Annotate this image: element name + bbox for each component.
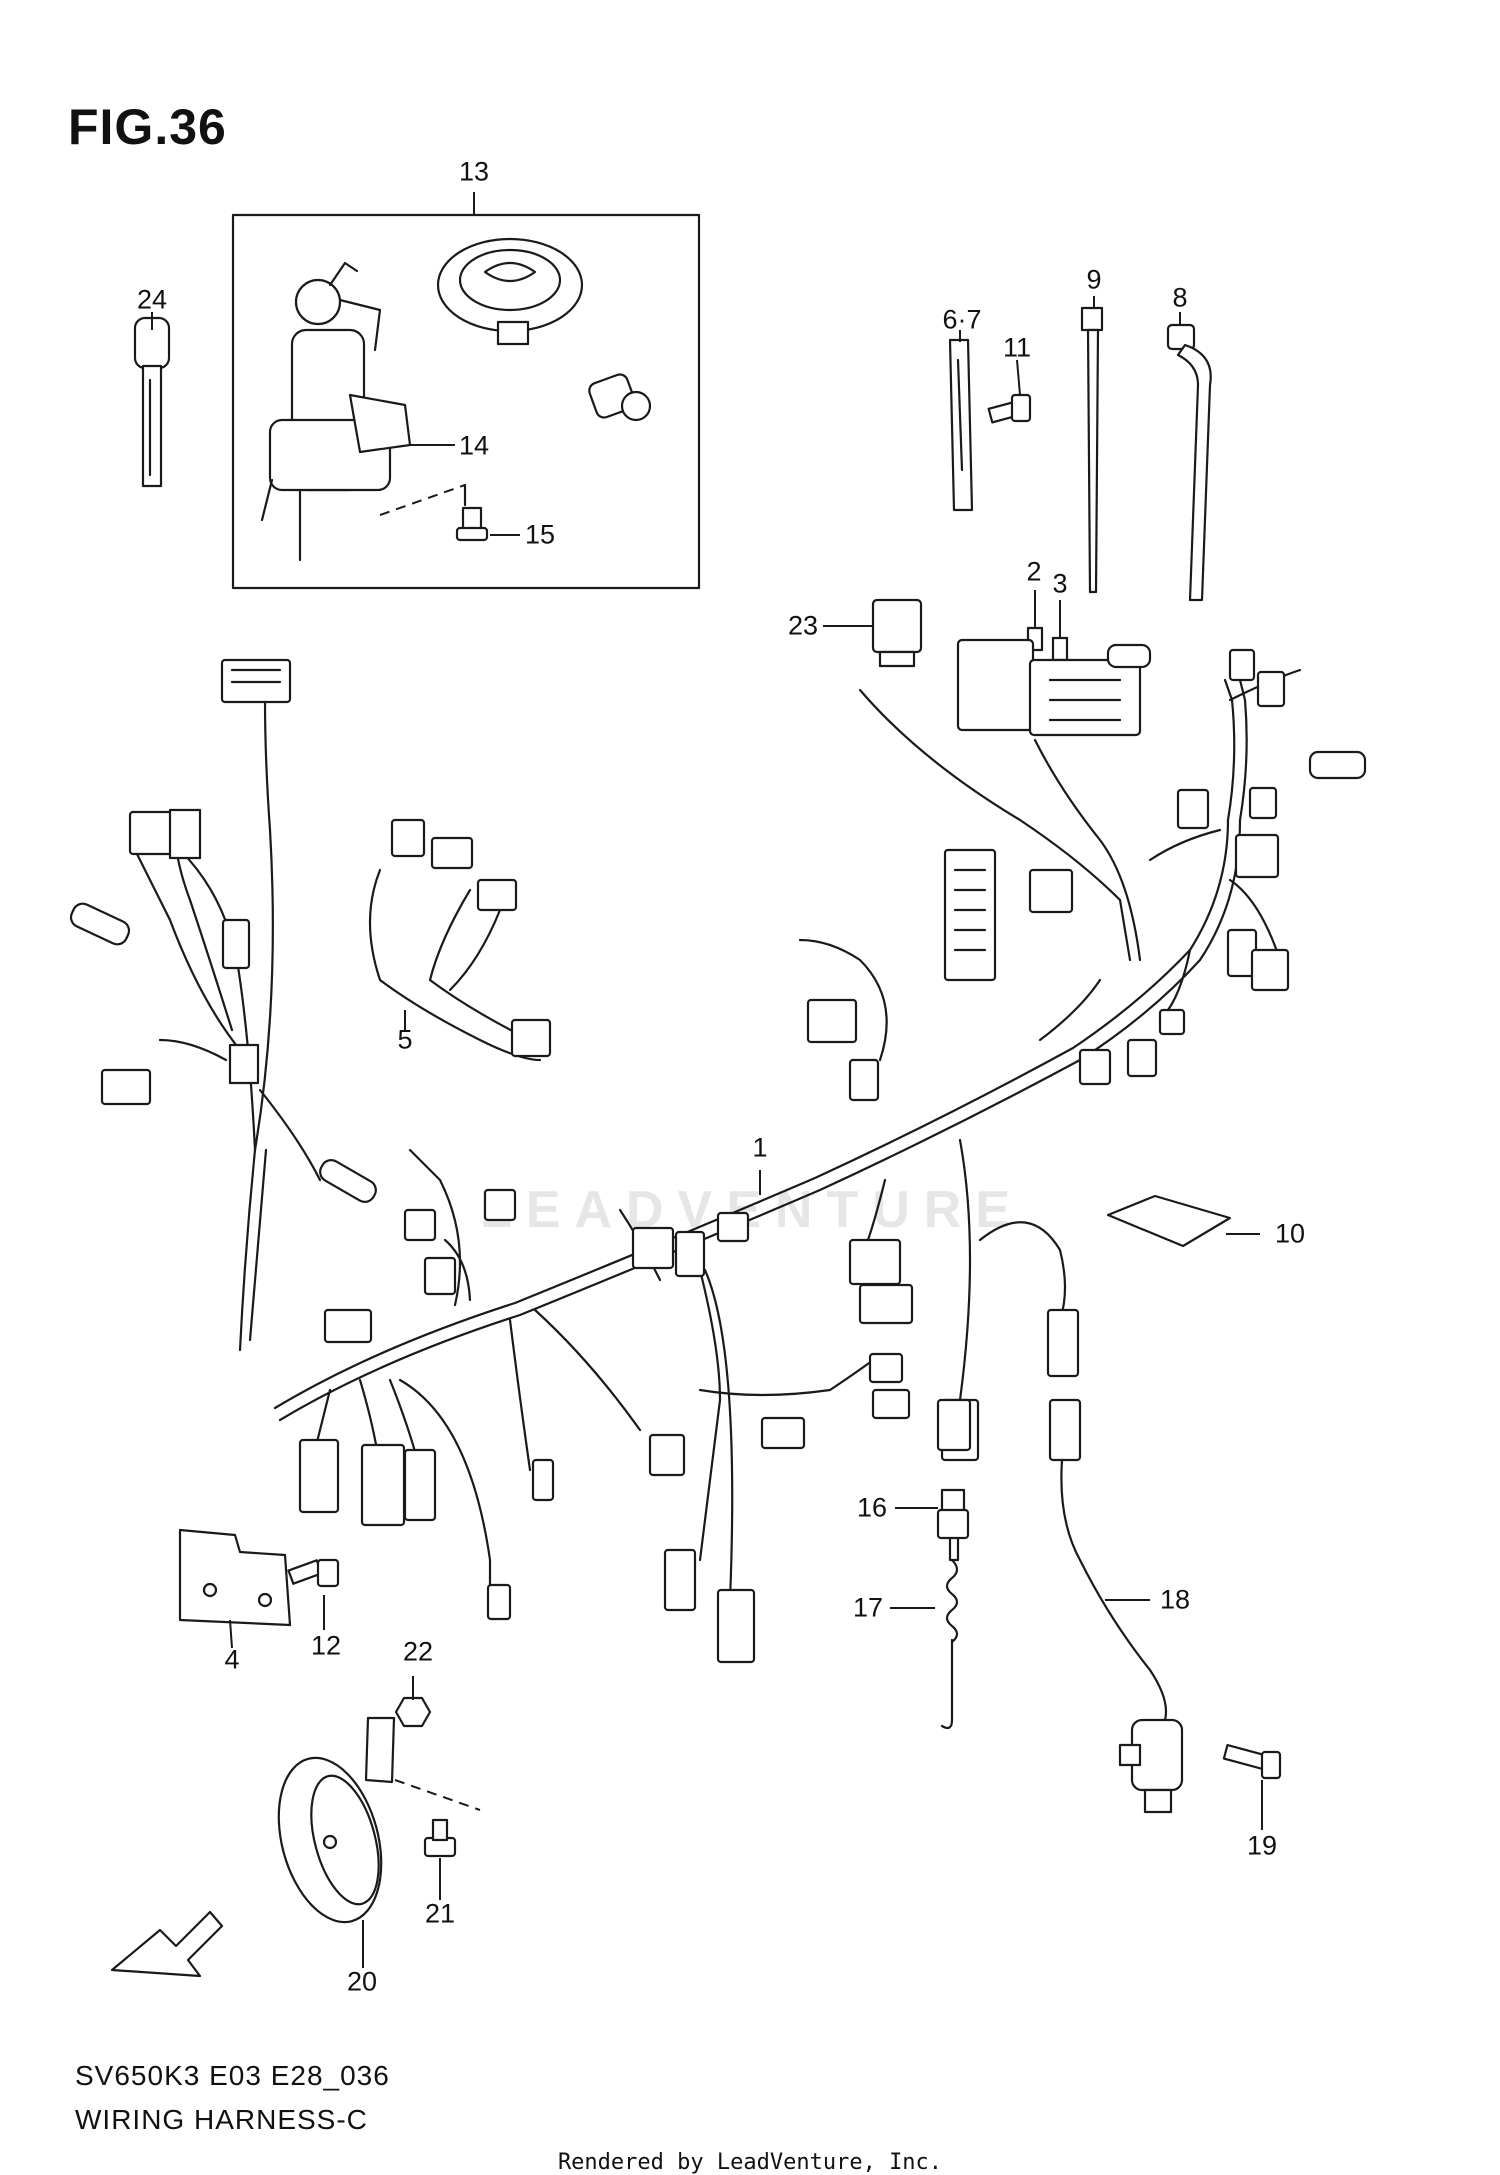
forward-arrow-icon (110, 1910, 224, 1978)
callout-24: 24 (136, 284, 168, 315)
callout-10: 10 (1274, 1218, 1306, 1249)
key-part[interactable] (133, 316, 171, 488)
callout-16: 16 (856, 1492, 888, 1523)
horn-20-part[interactable] (262, 1716, 398, 1934)
render-credit: Rendered by LeadVenture, Inc. (557, 2150, 943, 2175)
label-plate-10-part[interactable] (1106, 1194, 1232, 1248)
callout-12: 12 (310, 1630, 342, 1661)
clamp-6-7-part[interactable] (948, 338, 974, 512)
screw-15-part[interactable] (455, 506, 489, 542)
callout-5: 5 (397, 1024, 413, 1055)
callout-19: 19 (1246, 1830, 1278, 1861)
diagram-name: WIRING HARNESS-C (75, 2104, 368, 2135)
callout-20: 20 (346, 1966, 378, 1997)
sensor-18-part[interactable] (1060, 1458, 1184, 1814)
bolt-12-part[interactable] (287, 1558, 340, 1588)
callout-6-7: 6·7 (942, 304, 982, 335)
callout-9: 9 (1086, 264, 1102, 295)
callout-13: 13 (458, 156, 490, 187)
figure-title: FIG.36 (68, 99, 227, 155)
switch-16-part[interactable] (936, 1398, 972, 1562)
ignition-kit-frame (231, 213, 701, 590)
nut-22-part[interactable] (394, 1696, 432, 1728)
spring-17-part[interactable] (940, 1558, 959, 1730)
callout-14: 14 (458, 430, 490, 461)
callout-1: 1 (752, 1132, 768, 1163)
seat-lock-cylinder-part[interactable] (587, 372, 652, 422)
callout-21: 21 (424, 1898, 456, 1929)
callout-17: 17 (852, 1592, 884, 1623)
callout-15: 15 (524, 519, 556, 550)
fuse-3-part[interactable] (1051, 636, 1069, 662)
callout-2: 2 (1026, 556, 1042, 587)
callout-4: 4 (224, 1644, 240, 1675)
callout-23: 23 (787, 610, 819, 641)
cable-tie-9-part[interactable] (1080, 306, 1104, 594)
bolt-21-part[interactable] (423, 1818, 457, 1858)
callout-8: 8 (1172, 282, 1188, 313)
model-code: SV650K3 E03 E28_036 (75, 2060, 390, 2091)
bolt-19-part[interactable] (1222, 1743, 1282, 1780)
bracket-4-part[interactable] (178, 1528, 292, 1627)
bolt-11-part[interactable] (987, 393, 1032, 424)
callout-22: 22 (402, 1636, 434, 1667)
fuel-cap-part[interactable] (436, 237, 584, 346)
callout-3: 3 (1052, 568, 1068, 599)
relay-23-part[interactable] (871, 598, 923, 668)
callout-18: 18 (1159, 1584, 1191, 1615)
cable-tie-8-part[interactable] (1166, 323, 1212, 602)
callout-11: 11 (1002, 332, 1032, 363)
fuse-box-part[interactable] (956, 638, 1142, 737)
ignition-switch-part[interactable] (260, 261, 412, 562)
connector-blocks (69, 643, 1367, 1664)
